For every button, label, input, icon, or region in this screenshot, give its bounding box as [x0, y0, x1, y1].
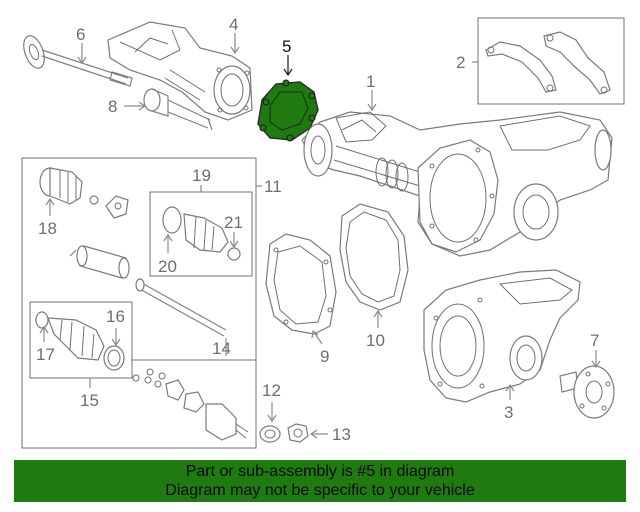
- cv-joint-outer: [132, 368, 249, 441]
- label-9: 9: [320, 347, 329, 366]
- part-15-box: [29, 301, 256, 379]
- part-1-callout: [367, 90, 377, 112]
- label-10: 10: [366, 331, 385, 350]
- label-11: 11: [264, 177, 282, 196]
- label-12: 12: [262, 381, 281, 400]
- part-2-brackets: [485, 31, 611, 95]
- part-9-cover: [265, 233, 337, 335]
- part-1-axle-assembly: [301, 111, 613, 257]
- part-6-axle-shaft: [23, 35, 133, 87]
- label-8: 8: [108, 97, 117, 116]
- label-5: 5: [282, 37, 291, 56]
- part-4-callout: [230, 33, 240, 55]
- part-15-boot: [35, 311, 125, 371]
- part-7-flange: [559, 365, 615, 419]
- banner-line-1: Part or sub-assembly is #5 in diagram: [185, 463, 455, 480]
- label-3: 3: [504, 403, 513, 422]
- shaft-guard: [69, 245, 130, 279]
- label-13: 13: [332, 425, 351, 444]
- label-14: 14: [212, 339, 231, 358]
- banner-line-2: Diagram may not be specific to your vehi…: [165, 482, 475, 499]
- part-2-box: [477, 17, 625, 105]
- part-13-nut: [287, 423, 309, 443]
- small-washer: [89, 195, 99, 205]
- label-21: 21: [224, 213, 243, 232]
- part-19-boot: [162, 206, 241, 261]
- part-4-carrier-housing: [107, 21, 253, 121]
- part-12-washer: [259, 425, 281, 443]
- label-15: 15: [80, 391, 99, 410]
- part-8-callout: [124, 101, 147, 111]
- label-7: 7: [590, 331, 599, 350]
- part-5-callout: [283, 55, 293, 77]
- spider-joint: [105, 195, 129, 219]
- label-2: 2: [456, 53, 465, 72]
- part-18-callout: [45, 197, 55, 216]
- label-4: 4: [229, 15, 238, 34]
- part-5-cover: [257, 79, 319, 142]
- label-20: 20: [158, 257, 177, 276]
- label-16: 16: [106, 307, 125, 326]
- part-18-boot: [39, 167, 83, 205]
- label-19: 19: [192, 166, 211, 185]
- info-banner: Part or sub-assembly is #5 in diagram Di…: [14, 460, 626, 502]
- label-6: 6: [76, 25, 85, 44]
- part-6-callout: [77, 43, 87, 65]
- label-18: 18: [38, 219, 57, 238]
- part-10-gasket: [339, 203, 409, 311]
- label-1: 1: [366, 72, 375, 91]
- part-8-seal: [143, 88, 213, 131]
- part-3-differential-carrier: [423, 269, 581, 403]
- part-14-shaft: [135, 278, 227, 337]
- label-17: 17: [36, 345, 55, 364]
- part-11-box: [21, 157, 257, 449]
